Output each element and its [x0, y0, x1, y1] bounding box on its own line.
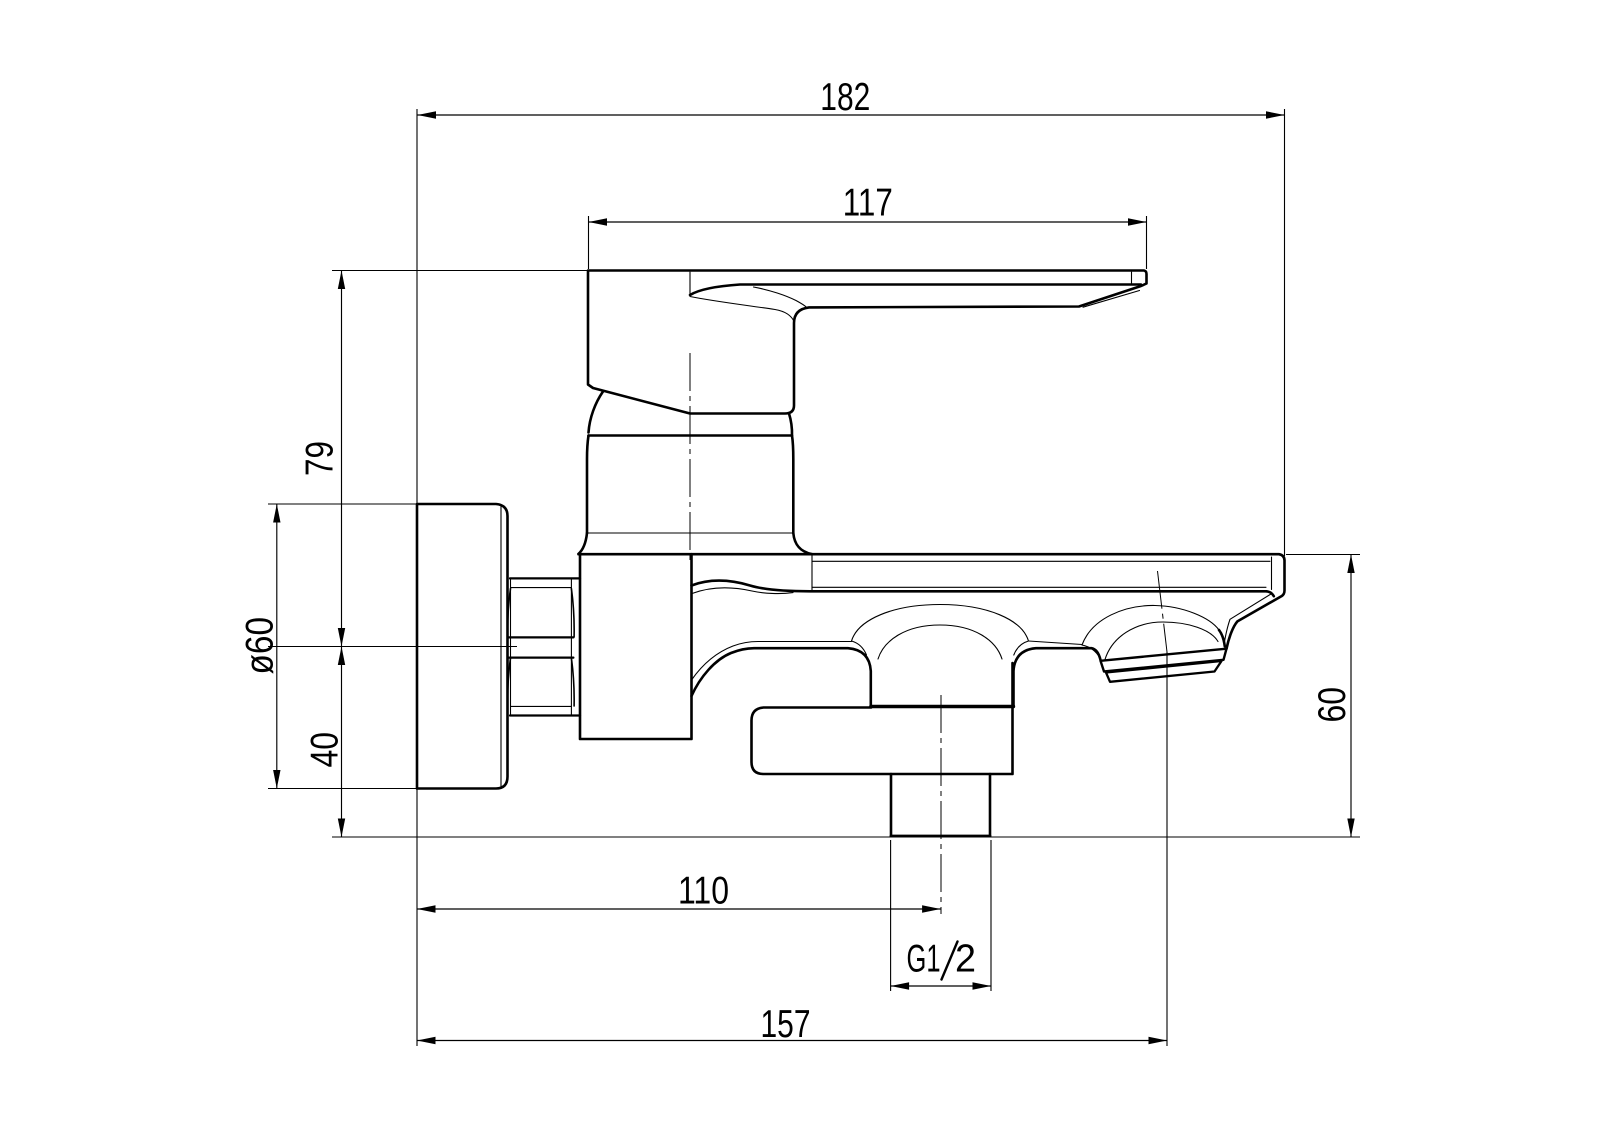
svg-text:117: 117	[843, 182, 893, 225]
svg-text:G1: G1	[907, 938, 941, 981]
svg-text:40: 40	[304, 732, 347, 768]
svg-text:60: 60	[1311, 687, 1354, 723]
svg-text:157: 157	[761, 1003, 811, 1046]
svg-text:110: 110	[678, 870, 729, 913]
svg-text:79: 79	[299, 441, 342, 476]
svg-text:2: 2	[955, 938, 976, 981]
svg-text:ø60: ø60	[239, 617, 282, 675]
svg-text:182: 182	[820, 76, 870, 119]
